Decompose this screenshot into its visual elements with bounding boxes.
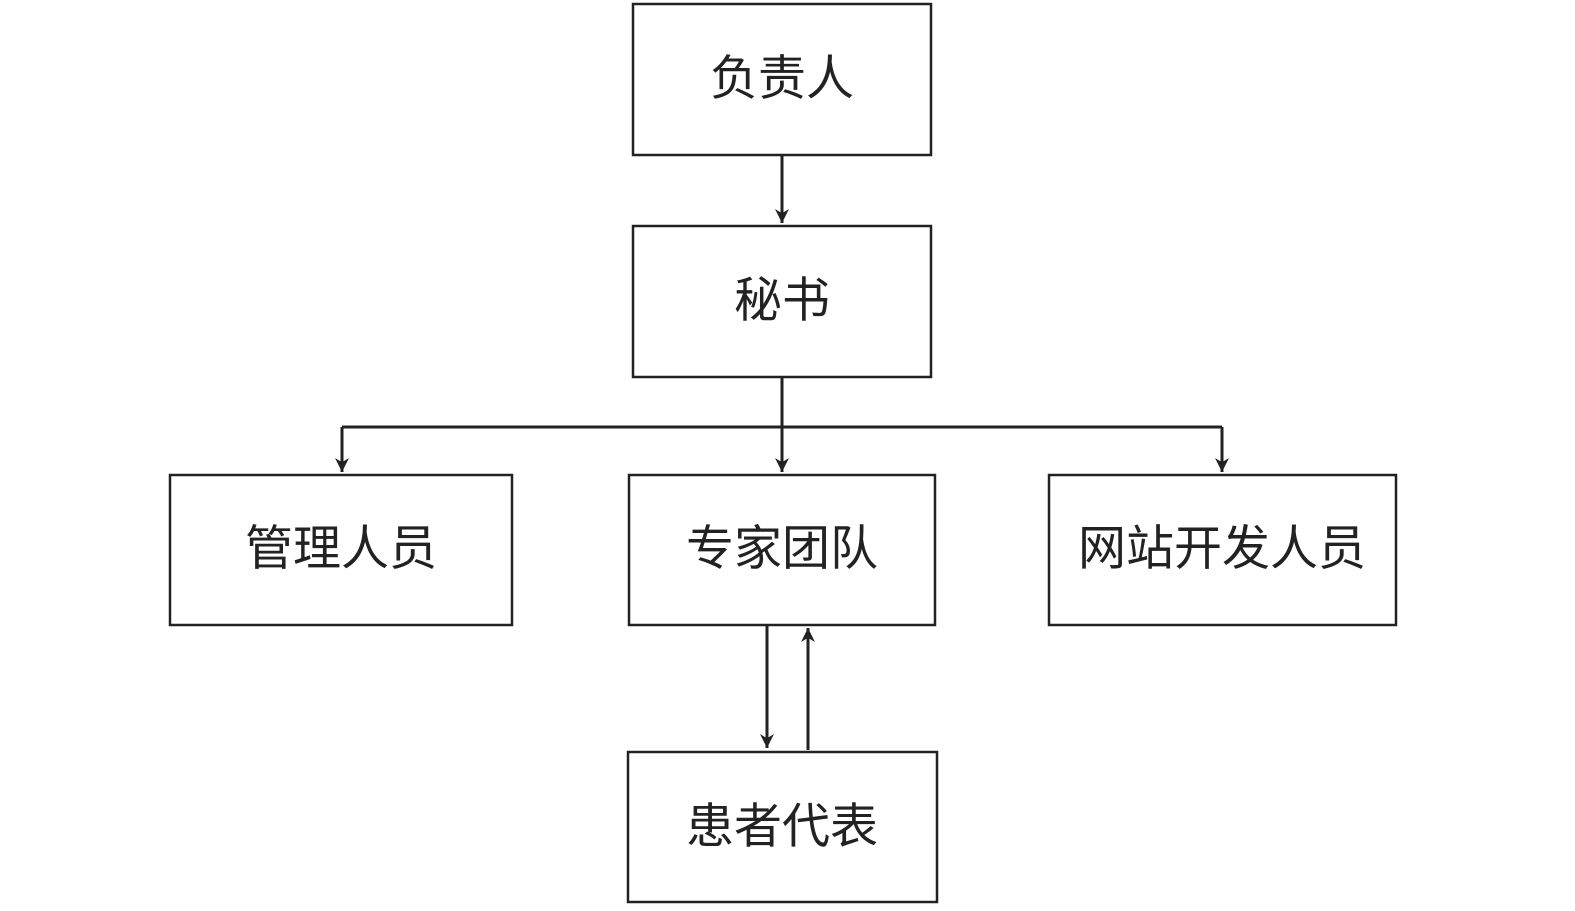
node-web-developers: 网站开发人员 (1047, 473, 1398, 627)
node-patient-rep-box (626, 750, 939, 904)
node-secretary-label: 秘书 (734, 273, 830, 329)
connectors (335, 155, 1229, 750)
node-web-developers-box (1047, 473, 1398, 627)
node-leader-box (631, 2, 933, 157)
node-management-box (168, 473, 514, 627)
node-expert-team-label: 专家团队 (686, 521, 878, 577)
node-secretary-box (631, 224, 933, 379)
node-secretary: 秘书 (631, 224, 933, 379)
node-patient-rep: 患者代表 (626, 750, 939, 904)
node-leader: 负责人 (631, 2, 933, 157)
node-management-label: 管理人员 (245, 521, 437, 577)
node-patient-rep-label: 患者代表 (686, 799, 878, 855)
node-expert-team: 专家团队 (627, 473, 937, 627)
node-web-developers-label: 网站开发人员 (1078, 521, 1366, 577)
node-leader-label: 负责人 (710, 51, 854, 107)
node-management: 管理人员 (168, 473, 514, 627)
node-expert-team-box (627, 473, 937, 627)
